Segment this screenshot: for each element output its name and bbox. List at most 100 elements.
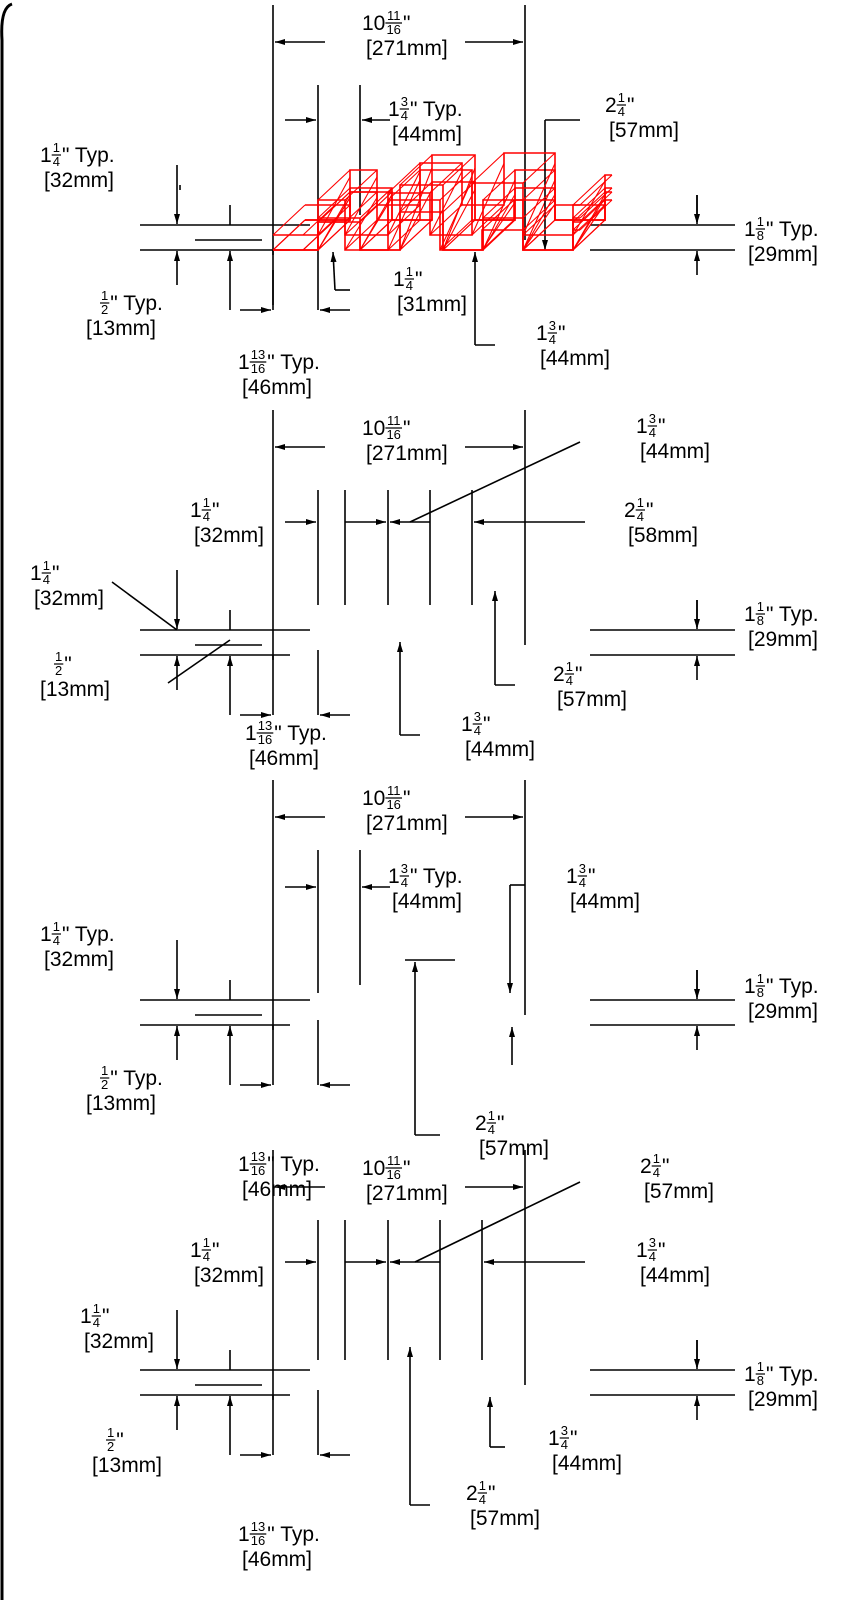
profile-depth-line xyxy=(399,219,433,251)
dimension-metric: [46mm] xyxy=(242,1178,312,1201)
dimension-suffix: " Typ. xyxy=(766,603,819,626)
profile-depth-line xyxy=(482,187,516,219)
profile-depth-line xyxy=(481,199,515,231)
dimension-metric: [271mm] xyxy=(366,812,448,835)
dimension-whole: 1 xyxy=(393,268,405,291)
dimension-suffix: " Typ. xyxy=(267,1153,320,1176)
dimension-metric: [46mm] xyxy=(242,376,312,399)
profile-hatch-line xyxy=(344,197,378,251)
fraction-denominator: 4 xyxy=(649,425,656,440)
fraction-denominator: 4 xyxy=(579,875,586,890)
profile-depth-line xyxy=(399,154,433,186)
dimension-suffix: " Typ. xyxy=(410,865,463,888)
dimension-whole: 1 xyxy=(238,1523,250,1546)
fraction-denominator: 8 xyxy=(757,985,764,1000)
fraction-numerator: 1 xyxy=(479,1478,486,1493)
dimension-suffix: " xyxy=(116,1429,123,1452)
dimension-whole: 1 xyxy=(744,603,756,626)
dimension-metric: [13mm] xyxy=(86,317,156,340)
dimension-suffix: " xyxy=(497,1112,504,1135)
dimension-label-thick-left: 12" Typ.[13mm] xyxy=(86,1063,163,1115)
profile-depth-line xyxy=(522,219,556,251)
fraction-denominator: 2 xyxy=(101,302,108,317)
profile-hatch-line xyxy=(481,203,515,251)
dimension-metric: [32mm] xyxy=(194,1264,264,1287)
profile-depth-line xyxy=(344,191,378,223)
profile-depth-line xyxy=(522,152,556,184)
profile-depth-line xyxy=(344,219,378,251)
dimension-whole: 1 xyxy=(461,713,473,736)
fraction-denominator: 4 xyxy=(401,108,408,123)
fraction-numerator: 3 xyxy=(401,94,408,109)
fraction-denominator: 16 xyxy=(251,1533,265,1548)
profile-hatch-line xyxy=(387,171,421,236)
fraction-numerator: 11 xyxy=(387,8,401,23)
profile-hatch-line xyxy=(344,176,378,236)
profile-depth-line xyxy=(344,204,378,236)
dimension-whole: 1 xyxy=(636,415,648,438)
dimension-suffix: " xyxy=(570,1427,577,1450)
dimension-suffix: " Typ. xyxy=(410,98,463,121)
fraction-denominator: 16 xyxy=(258,732,272,747)
dimension-whole: 1 xyxy=(388,98,400,121)
dimension-suffix: " xyxy=(212,499,219,522)
fraction-numerator: 3 xyxy=(561,1423,568,1438)
profile-depth-line xyxy=(317,191,351,223)
dimension-suffix: " Typ. xyxy=(62,144,115,167)
dimension-suffix: " xyxy=(483,713,490,736)
dimension-suffix: " Typ. xyxy=(110,1067,163,1090)
dimension-whole: 1 xyxy=(536,322,548,345)
small-step-arrow xyxy=(330,251,337,291)
fraction-numerator: 1 xyxy=(101,1063,108,1078)
fraction-numerator: 1 xyxy=(53,919,60,934)
dimension-metric: [29mm] xyxy=(748,1000,818,1023)
fraction-numerator: 13 xyxy=(251,1519,265,1534)
dimension-suffix: " Typ. xyxy=(766,1363,819,1386)
red-profile xyxy=(272,169,613,251)
fraction-numerator: 1 xyxy=(93,1301,100,1316)
dimension-metric: [29mm] xyxy=(748,1388,818,1411)
fraction-numerator: 1 xyxy=(757,1359,764,1374)
profile-hatch-line xyxy=(387,179,421,251)
profile-depth-line xyxy=(272,204,306,236)
fraction-numerator: 3 xyxy=(579,861,586,876)
fraction-numerator: 1 xyxy=(53,140,60,155)
profile-hatch-line xyxy=(471,163,505,236)
dimension-suffix: " xyxy=(588,865,595,888)
dimension-suffix: " Typ. xyxy=(766,218,819,241)
fraction-denominator: 4 xyxy=(406,278,413,293)
fraction-denominator: 4 xyxy=(43,572,50,587)
profile-depth-line xyxy=(429,204,463,236)
profile-depth-line xyxy=(471,152,505,184)
profile-hatch-line xyxy=(439,179,473,251)
profile-depth-line xyxy=(579,174,613,206)
dimension-metric: [44mm] xyxy=(640,1264,710,1287)
profile-hatch-line xyxy=(399,167,433,251)
fraction-denominator: 4 xyxy=(561,1437,568,1452)
fraction-numerator: 1 xyxy=(488,1108,495,1123)
dimension-suffix: " xyxy=(403,417,410,440)
dimension-whole: 2 xyxy=(475,1112,487,1135)
dimension-metric: [44mm] xyxy=(465,738,535,761)
profile-hatch-line xyxy=(359,194,393,251)
dimension-whole: 2 xyxy=(640,1155,652,1178)
fraction-denominator: 4 xyxy=(53,933,60,948)
profile-depth-line xyxy=(572,199,606,231)
fraction-numerator: 3 xyxy=(649,411,656,426)
dimension-metric: [32mm] xyxy=(44,169,114,192)
dimension-metric: [32mm] xyxy=(194,524,264,547)
profile-depth-line xyxy=(317,169,351,201)
dimension-metric: [44mm] xyxy=(392,890,462,913)
